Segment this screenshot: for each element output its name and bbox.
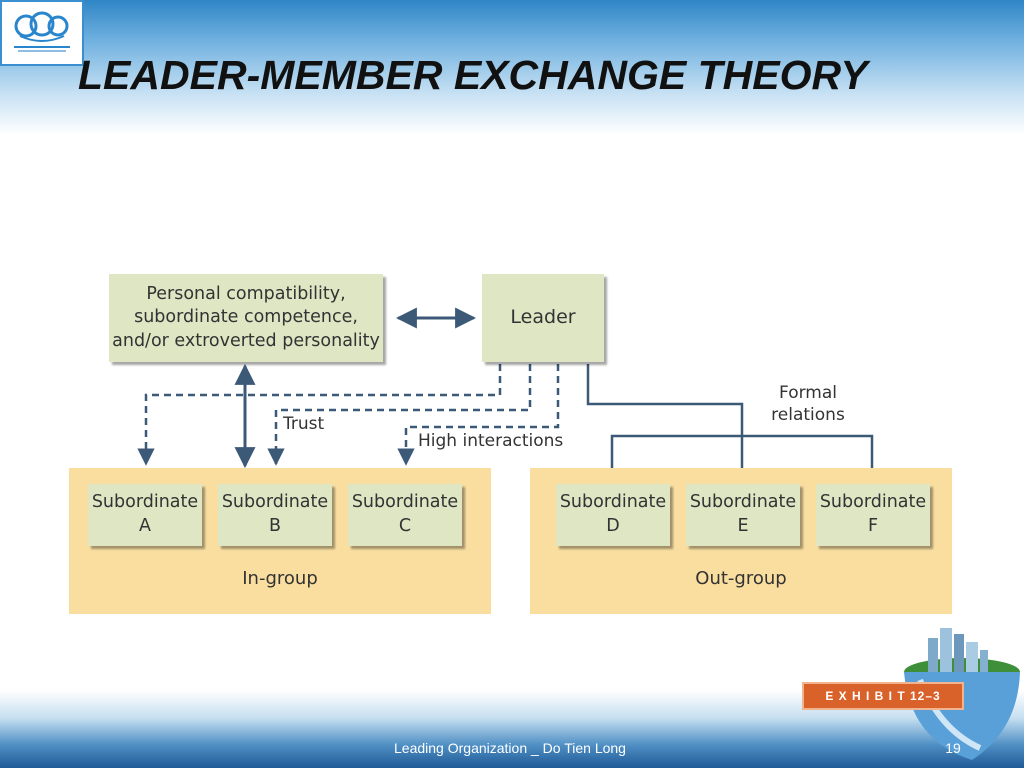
college-logo	[0, 0, 84, 66]
logo-emblem-icon	[14, 11, 70, 52]
factors-line-3: and/or extroverted personality	[112, 330, 380, 351]
leader-box: Leader	[482, 274, 604, 362]
formal-relations-line-1: Formal	[779, 383, 837, 403]
factors-box: Personal compatibility, subordinate comp…	[109, 274, 383, 362]
formal-relations-line-2: relations	[771, 405, 845, 426]
leader-formal-relations-line	[586, 364, 744, 436]
slide-title: LEADER-MEMBER EXCHANGE THEORY	[78, 52, 868, 98]
out-group-label: Out-group	[695, 568, 787, 589]
formal-relations-label: Formal relations	[765, 382, 851, 426]
leader-label: Leader	[510, 306, 576, 329]
leader-subordinate-c-dashed	[397, 364, 560, 466]
in-group-label: In-group	[242, 568, 318, 589]
leader-subordinate-b-dashed	[267, 364, 532, 466]
page-number: 19	[945, 740, 961, 756]
factors-line-2: subordinate competence,	[134, 307, 358, 328]
exhibit-badge: E X H I B I T 12–3	[802, 682, 964, 710]
factors-line-1: Personal compatibility,	[146, 283, 346, 304]
trust-label: Trust	[283, 414, 325, 434]
high-interactions-label: High interactions	[418, 431, 564, 451]
leader-subordinate-a-dashed	[137, 364, 502, 466]
footer-text: Leading Organization _ Do Tien Long	[394, 740, 626, 756]
